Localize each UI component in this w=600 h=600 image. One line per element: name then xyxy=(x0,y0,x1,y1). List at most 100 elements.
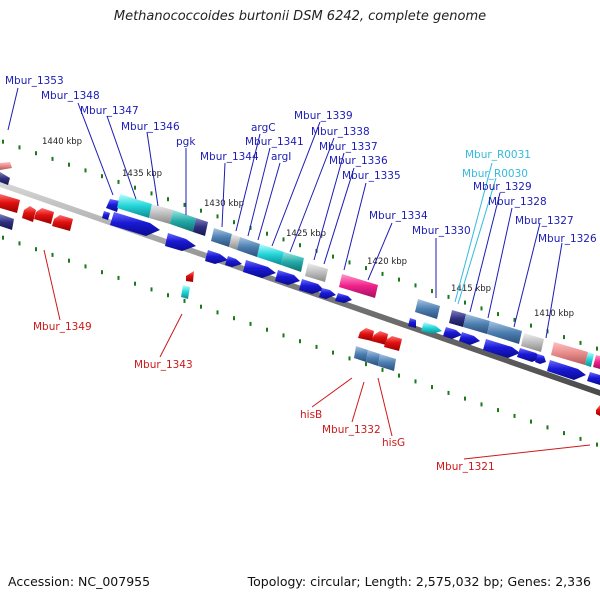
gene-label[interactable]: Mbur_1344 xyxy=(200,151,259,163)
gene-plus-arrow[interactable] xyxy=(165,233,196,251)
ruler-dot xyxy=(200,304,202,309)
gene-plus-arrow[interactable] xyxy=(587,372,600,385)
gene-plus[interactable] xyxy=(487,321,522,344)
ruler-dot xyxy=(299,243,301,248)
gene-label[interactable]: Mbur_1349 xyxy=(33,321,92,333)
gene-plus-arrow[interactable] xyxy=(110,212,160,236)
gene-label[interactable]: Mbur_1338 xyxy=(311,126,370,138)
gene-plus-arrow[interactable] xyxy=(275,270,300,285)
gene-plus[interactable] xyxy=(237,237,260,257)
tick-label-1410: 1410 kbp xyxy=(534,309,574,319)
accession-text: Accession: NC_007955 xyxy=(8,574,151,589)
gene-plus-arrow[interactable] xyxy=(483,339,520,358)
gene-plus[interactable] xyxy=(339,274,378,298)
gene-plus-arrow[interactable] xyxy=(421,322,442,334)
ruler-dot xyxy=(480,306,483,311)
tick-label-1435: 1435 kbp xyxy=(122,169,162,179)
gene-plus[interactable] xyxy=(449,310,466,327)
gene-plus[interactable] xyxy=(593,355,600,369)
gene-label[interactable]: Mbur_1330 xyxy=(412,225,471,237)
gene-plus[interactable] xyxy=(170,210,196,232)
tick-label-1440: 1440 kbp xyxy=(42,137,82,147)
gene-plus[interactable] xyxy=(585,352,594,367)
gene-plus[interactable] xyxy=(281,252,304,272)
gene-plus-arrow[interactable] xyxy=(408,318,416,328)
gene-plus-arrow[interactable] xyxy=(459,332,480,345)
gene-minus-arrow[interactable] xyxy=(596,405,600,416)
gene-plus[interactable] xyxy=(117,194,152,218)
gene-plus-arrow[interactable] xyxy=(102,211,110,220)
gene-plus-arrow[interactable] xyxy=(225,256,242,267)
gene-label[interactable]: Mbur_1346 xyxy=(121,121,180,133)
gene-plus-arrow[interactable] xyxy=(535,354,546,364)
gene-label[interactable]: argC xyxy=(251,122,276,134)
gene-minus[interactable] xyxy=(378,354,396,371)
map-title: Methanococcoides burtonii DSM 6242, comp… xyxy=(113,9,487,24)
gene-plus-arrow[interactable] xyxy=(335,293,352,303)
gene-plus-arrow[interactable] xyxy=(299,279,324,294)
gene-minus-arrow[interactable] xyxy=(52,215,73,231)
gene-plus-arrow[interactable] xyxy=(319,288,336,299)
gene-plus[interactable] xyxy=(193,218,208,236)
gene-minus[interactable] xyxy=(0,194,20,213)
gene-minus-arrow[interactable] xyxy=(371,331,388,345)
gene-plus[interactable] xyxy=(0,162,12,170)
gene-minus-arrow[interactable] xyxy=(384,336,402,351)
ruler-dot xyxy=(84,168,87,173)
gene-minus[interactable] xyxy=(186,271,194,282)
gene-plus[interactable] xyxy=(305,263,328,282)
gene-plus[interactable] xyxy=(229,234,240,250)
gene-label[interactable]: Mbur_1328 xyxy=(488,196,547,208)
gene-plus-arrow[interactable] xyxy=(243,260,276,278)
rna-label[interactable]: Mbur_R0030 xyxy=(462,168,528,180)
gene-label[interactable]: Mbur_1348 xyxy=(41,90,100,102)
gene-plus-arrow[interactable] xyxy=(443,327,462,339)
ruler-dot xyxy=(348,260,351,265)
gene-minus-arrow[interactable] xyxy=(22,206,36,222)
gene-plus-arrow[interactable] xyxy=(517,348,542,362)
gene-label[interactable]: Mbur_1341 xyxy=(245,136,304,148)
gene-minus-arrow[interactable] xyxy=(358,328,374,341)
gene-plus[interactable] xyxy=(521,333,544,352)
gene-plus-arrow[interactable] xyxy=(205,250,228,264)
ruler-dot xyxy=(35,151,37,156)
rna-label[interactable]: Mbur_R0031 xyxy=(465,149,531,161)
gene-label[interactable]: Mbur_1327 xyxy=(515,215,574,227)
gene-plus-arrow[interactable] xyxy=(547,360,586,380)
gene-label[interactable]: Mbur_1332 xyxy=(322,424,381,436)
gene-label[interactable]: Mbur_1353 xyxy=(5,75,64,87)
gene-minus[interactable] xyxy=(0,214,14,230)
gene-label[interactable]: Mbur_1329 xyxy=(473,181,532,193)
gene-label[interactable]: Mbur_1336 xyxy=(329,155,388,167)
ruler-dot xyxy=(2,139,4,144)
gene-plus[interactable] xyxy=(106,199,120,212)
gene-plus[interactable] xyxy=(149,204,173,224)
gene-plus[interactable] xyxy=(211,228,232,247)
tick-label-1420: 1420 kbp xyxy=(367,257,407,267)
gene-label[interactable]: Mbur_1343 xyxy=(134,359,193,371)
ruler-dot xyxy=(546,425,549,430)
ruler-dot xyxy=(398,277,400,282)
gene-minus-arrow[interactable] xyxy=(34,208,54,224)
gene-label[interactable]: Mbur_1339 xyxy=(294,110,353,122)
gene-label[interactable]: Mbur_1321 xyxy=(436,461,495,473)
gene-plus[interactable] xyxy=(463,314,490,334)
ruler-dot xyxy=(233,220,235,225)
gene-label[interactable]: Mbur_1334 xyxy=(369,210,428,222)
gene-minus[interactable] xyxy=(354,346,368,362)
gene-plus-arrow[interactable] xyxy=(0,172,10,185)
gene-label[interactable]: hisB xyxy=(300,409,322,421)
gene-label[interactable]: hisG xyxy=(382,437,405,449)
gene-minus[interactable] xyxy=(366,350,380,366)
gene-label[interactable]: Mbur_1337 xyxy=(319,141,378,153)
gene-label[interactable]: Mbur_1326 xyxy=(538,233,597,245)
gene-label[interactable]: Mbur_1347 xyxy=(80,105,139,117)
gene-label[interactable]: Mbur_1335 xyxy=(342,170,401,182)
gene-plus[interactable] xyxy=(257,244,284,265)
gene-plus[interactable] xyxy=(415,299,440,319)
gene-label[interactable]: argI xyxy=(271,151,291,163)
gene-minus[interactable] xyxy=(181,285,190,299)
gene-label[interactable]: pgk xyxy=(176,136,196,148)
ruler-dot xyxy=(35,247,37,252)
gene-plus[interactable] xyxy=(551,342,588,365)
